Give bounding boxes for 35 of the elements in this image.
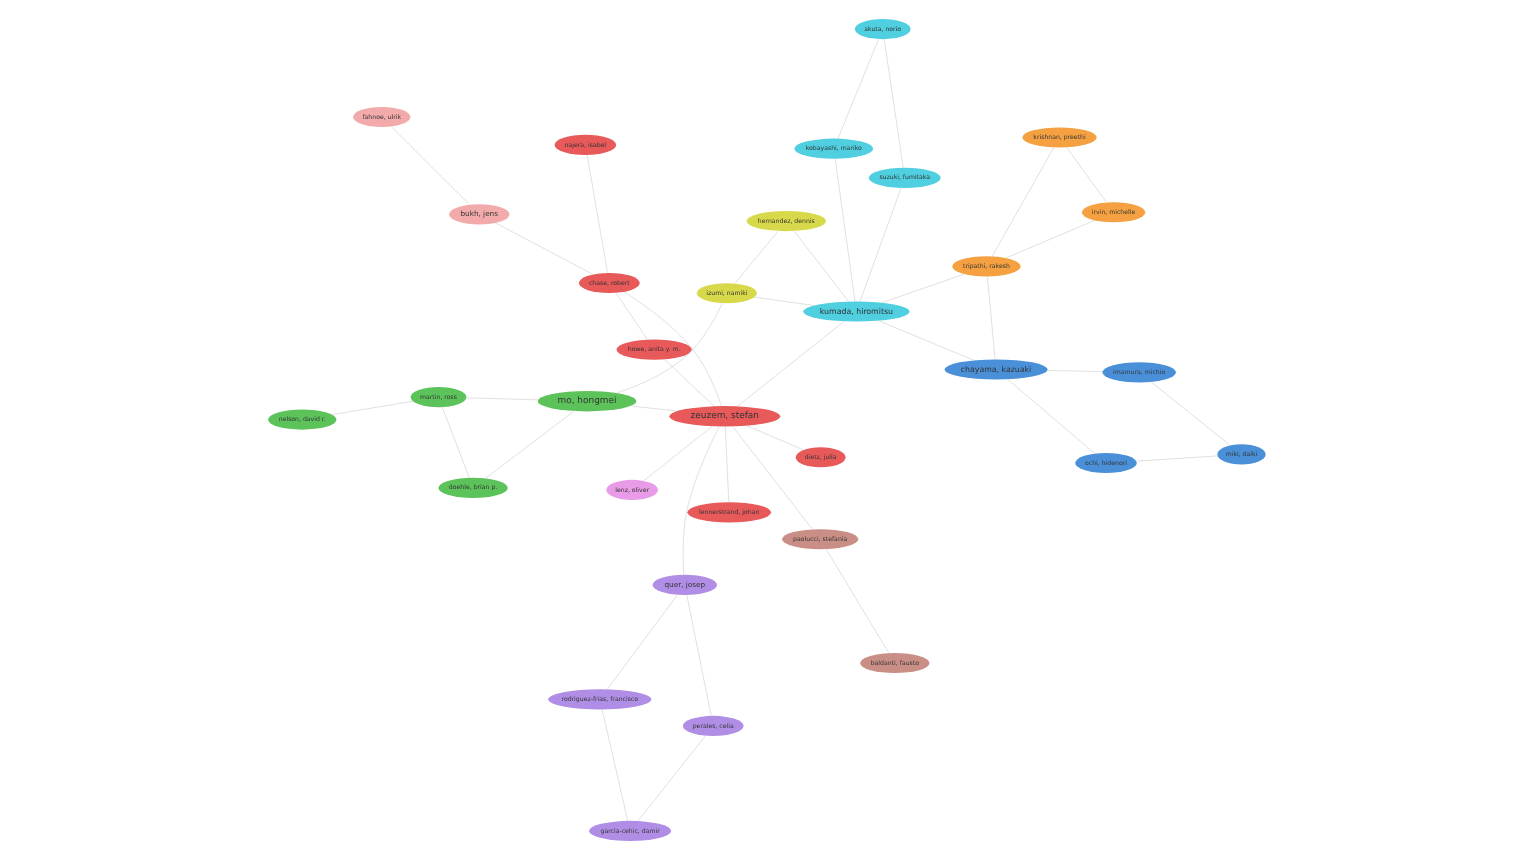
connector (826, 549, 889, 654)
connector (637, 735, 706, 822)
connector (881, 273, 965, 303)
connector (834, 158, 856, 302)
connector (737, 321, 845, 407)
connector (991, 147, 1055, 257)
connector (987, 276, 996, 360)
connector (601, 709, 629, 822)
connector (754, 296, 814, 306)
connector (682, 426, 720, 575)
connector (746, 425, 804, 451)
connector (630, 405, 678, 412)
connector (1007, 379, 1096, 454)
connector (1066, 147, 1107, 203)
connector (607, 594, 678, 690)
connector (442, 406, 470, 479)
connector (686, 594, 712, 717)
connector (1005, 220, 1095, 259)
connector (878, 320, 975, 361)
connector (1150, 381, 1231, 446)
connector (883, 39, 904, 168)
connector (615, 292, 648, 340)
connector (331, 401, 414, 415)
connector (485, 410, 575, 479)
connector (734, 230, 779, 284)
connector (495, 222, 594, 275)
connector (837, 38, 879, 139)
connector (643, 426, 713, 482)
connector (664, 359, 715, 407)
connector (859, 187, 902, 302)
connector (793, 230, 849, 302)
connector (623, 291, 722, 407)
connector (586, 154, 608, 274)
connector (391, 126, 470, 205)
connector (732, 426, 813, 530)
